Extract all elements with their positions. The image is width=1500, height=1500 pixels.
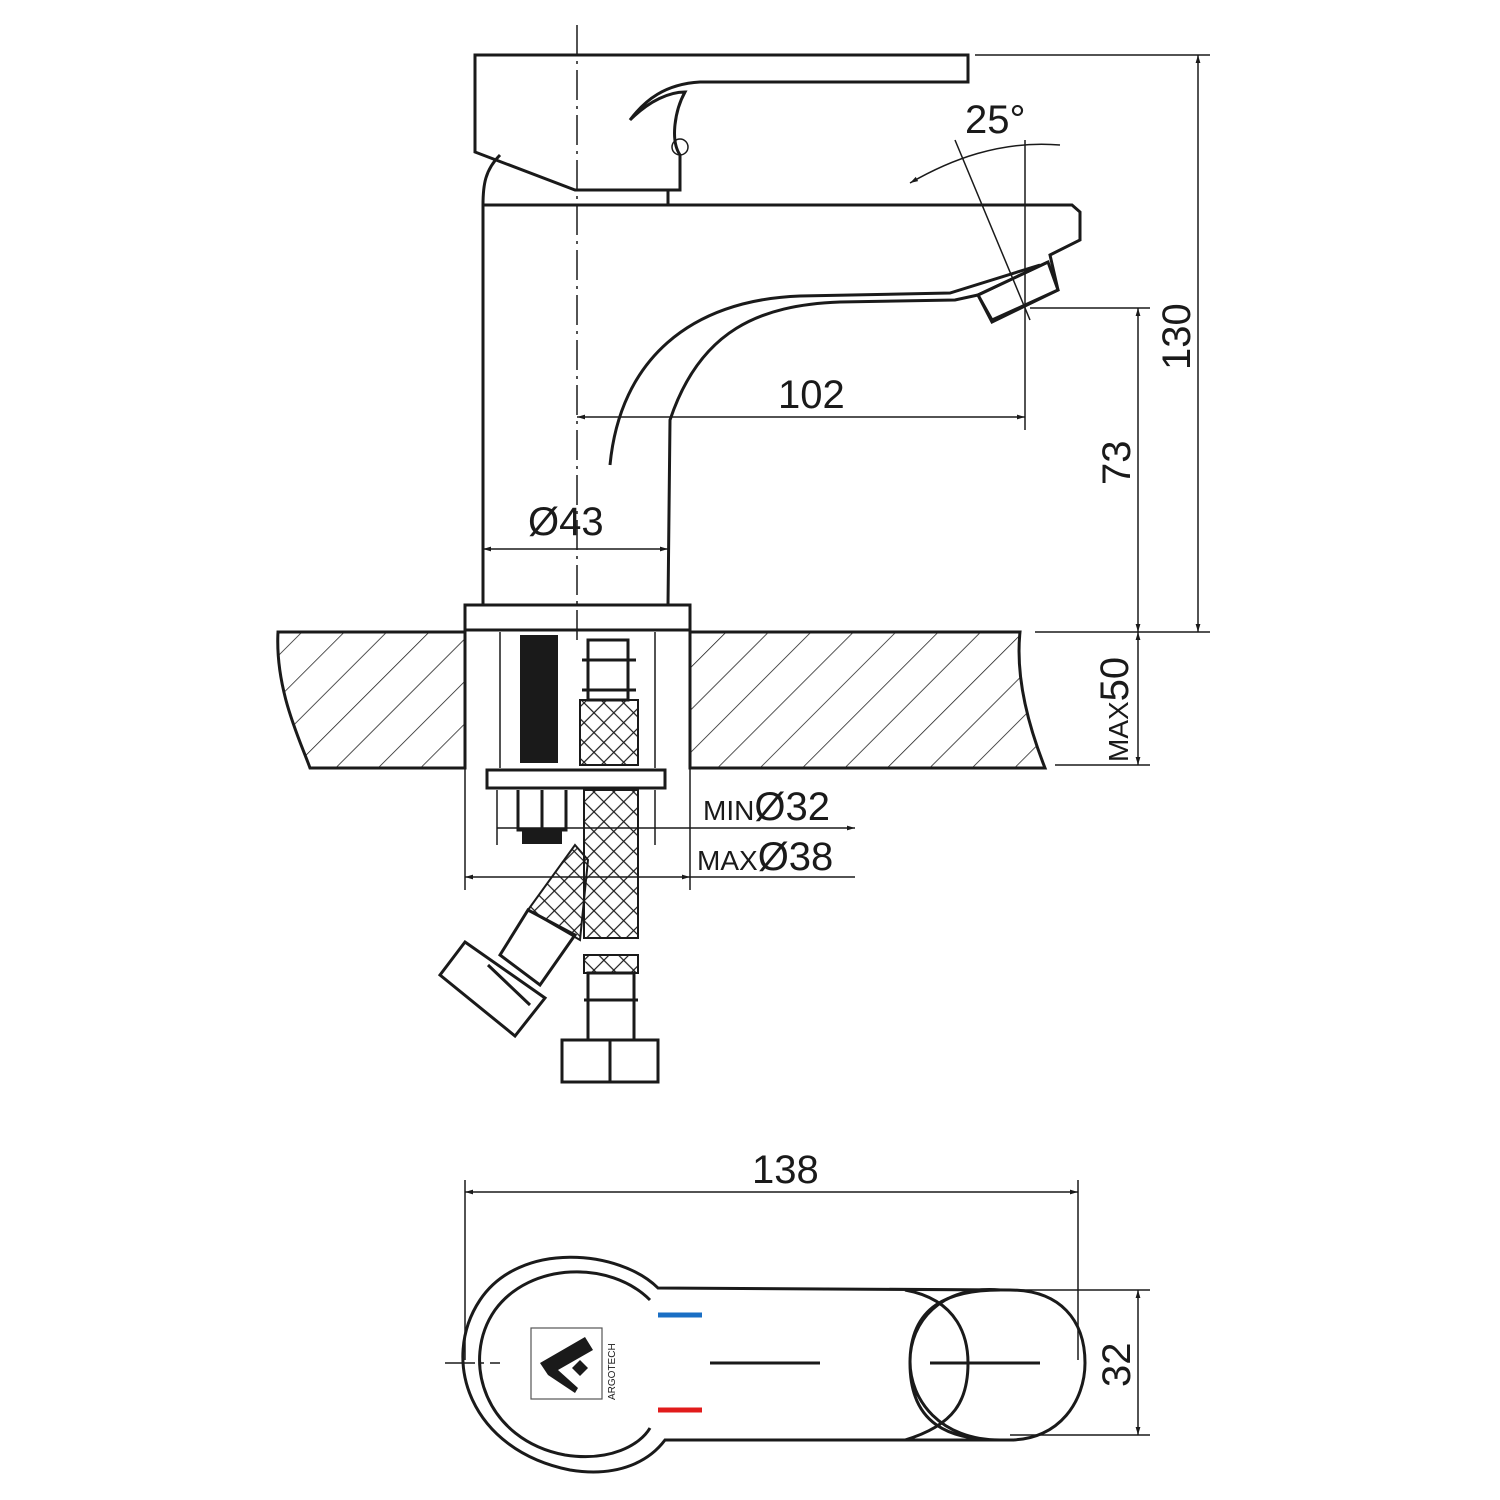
threaded-stud	[520, 635, 558, 763]
hose-ferrule	[584, 971, 638, 1042]
angle-label: 25°	[965, 98, 1026, 142]
max-value: 50	[1093, 657, 1137, 702]
hose-ferrule-angled	[498, 908, 578, 988]
top-inner-outline	[478, 1270, 652, 1459]
countertop-section	[276, 630, 1048, 770]
hose-braid-lower	[583, 954, 639, 974]
logo-mark	[540, 1337, 593, 1393]
handle-width-label: 32	[1095, 1343, 1139, 1388]
lever-handle	[473, 53, 970, 192]
max-hole-value: Ø38	[758, 835, 834, 879]
max-hole-label: MAXØ38	[697, 835, 833, 879]
faucet-body	[481, 203, 1082, 606]
logo-text: ARGOTECH	[607, 1343, 618, 1400]
hose-fitting	[582, 638, 636, 702]
min-hole-label: MINØ32	[703, 785, 830, 829]
stud-end	[522, 830, 562, 844]
dimensions-side: 25° 130 73 102 Ø43 MAX50 MINØ32 MAXØ38	[464, 54, 1210, 890]
body-diameter-label: Ø43	[528, 500, 604, 544]
top-view: ARGOTECH 138 32	[445, 1148, 1150, 1474]
washer	[485, 768, 667, 790]
min-prefix: MIN	[703, 795, 754, 826]
mounting-nut	[516, 790, 568, 832]
spout-height-label: 73	[1095, 441, 1139, 486]
handle-cartridge	[481, 153, 670, 206]
logo-diamond	[572, 1360, 588, 1376]
angle-arc	[909, 143, 1061, 184]
hose-braid-upper	[579, 699, 639, 766]
min-value: Ø32	[754, 785, 830, 829]
side-view	[276, 25, 1082, 1084]
height-total-label: 130	[1155, 303, 1199, 370]
argotech-logo: ARGOTECH	[530, 1327, 618, 1400]
angle-ext-line	[954, 139, 1031, 321]
top-lever	[904, 1288, 1001, 1442]
hose-braid-straight	[583, 789, 639, 939]
hose-nut-angled	[437, 939, 548, 1039]
hose-braid-angled	[526, 843, 590, 942]
base-plate	[463, 603, 692, 632]
max-hole-prefix: MAX	[697, 845, 758, 876]
counter-thickness-label: MAX50	[1093, 657, 1137, 762]
total-length-label: 138	[752, 1148, 819, 1192]
spout-reach-label: 102	[778, 373, 845, 417]
top-body-outline	[461, 1255, 1087, 1474]
max-prefix: MAX	[1103, 701, 1134, 762]
handle-screw	[671, 138, 689, 156]
hose-nut-straight	[560, 1038, 660, 1084]
